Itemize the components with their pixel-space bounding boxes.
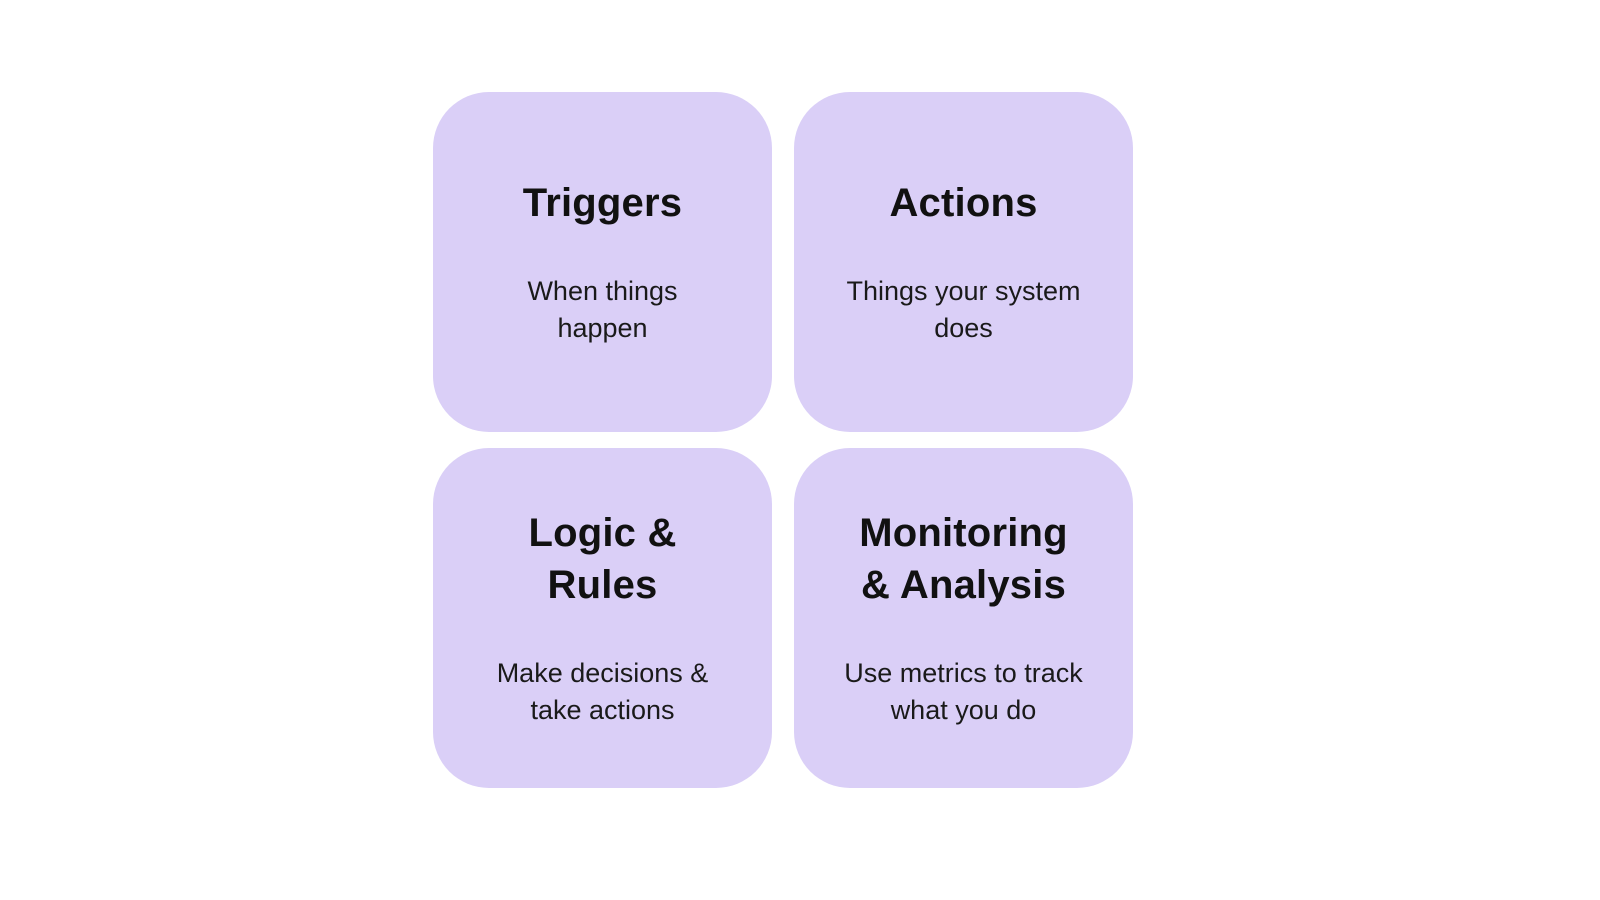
- card-actions-title: Actions: [889, 180, 1038, 225]
- card-triggers-subtitle: When things happen: [527, 275, 678, 343]
- card-monitoring-analysis-subtitle: Use metrics to track what you do: [844, 657, 1083, 725]
- card-monitoring-analysis-title: Monitoring & Analysis: [859, 510, 1068, 607]
- card-logic-rules-title: Logic & Rules: [528, 510, 677, 607]
- card-logic-rules-subtitle: Make decisions & take actions: [496, 657, 709, 725]
- card-logic-rules: Logic & Rules Make decisions & take acti…: [433, 448, 772, 788]
- card-grid: Triggers When things happen Actions Thin…: [433, 92, 1133, 788]
- card-monitoring-analysis: Monitoring & Analysis Use metrics to tra…: [794, 448, 1133, 788]
- card-triggers: Triggers When things happen: [433, 92, 772, 432]
- card-actions: Actions Things your system does: [794, 92, 1133, 432]
- card-actions-subtitle: Things your system does: [846, 275, 1081, 343]
- card-triggers-title: Triggers: [522, 180, 683, 225]
